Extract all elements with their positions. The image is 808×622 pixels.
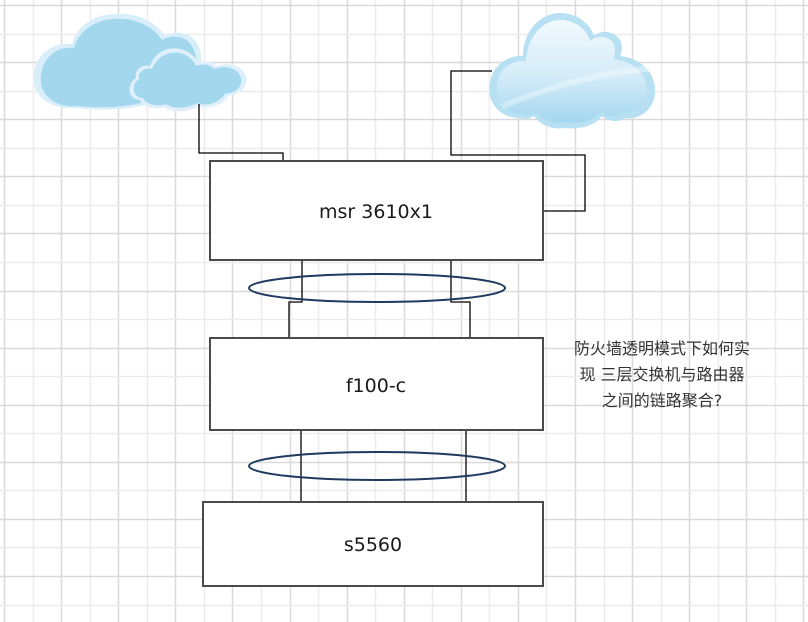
node-s5560[interactable]: s5560	[202, 501, 544, 587]
cloud-icon[interactable]	[489, 12, 656, 129]
question-note: 防火墙透明模式下如何实现 三层交换机与路由器之间的链路聚合?	[573, 339, 750, 410]
links-layer	[198, 70, 586, 502]
link-cloud-right-to-router[interactable]	[450, 70, 586, 212]
router-box[interactable]	[209, 160, 544, 261]
link-router-to-firewall-1[interactable]	[288, 260, 303, 338]
cloud-front	[129, 48, 247, 112]
firewall-box[interactable]	[209, 337, 544, 431]
switch-box[interactable]	[202, 501, 544, 587]
link-router-to-firewall-2[interactable]	[450, 260, 471, 338]
link-aggregation-ellipse-lower[interactable]	[248, 451, 506, 481]
cloud-icon[interactable]	[33, 13, 247, 112]
firewall-label: f100-c	[346, 375, 406, 397]
switch-label: s5560	[344, 534, 402, 556]
node-f100[interactable]: f100-c	[209, 337, 544, 431]
node-msr[interactable]: msr 3610x1	[209, 160, 544, 261]
link-aggregation-ellipse-upper[interactable]	[248, 273, 506, 303]
link-cloud-left-to-router[interactable]	[198, 104, 284, 161]
router-label: msr 3610x1	[319, 201, 433, 223]
